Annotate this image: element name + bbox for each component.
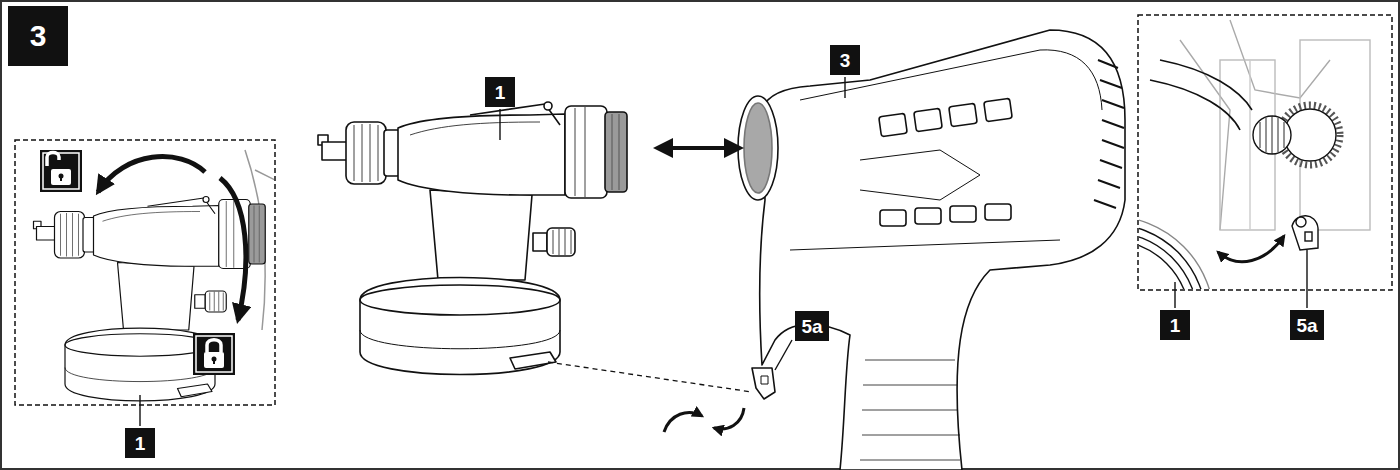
latch-arrow — [664, 413, 702, 432]
spray-attachment — [34, 197, 266, 401]
inset-content — [1218, 236, 1284, 262]
callout-number: 5a — [1296, 316, 1317, 335]
spray-gun — [915, 208, 941, 224]
spray-gun — [949, 103, 978, 126]
callout-box: 1 — [1160, 310, 1190, 340]
callout-number: 1 — [135, 434, 146, 453]
inset-content — [1139, 240, 1190, 289]
leader-line — [844, 77, 845, 98]
rotate-arrow — [220, 178, 246, 320]
inset-content — [1253, 116, 1291, 154]
figure-number-box: 3 — [8, 6, 68, 66]
callout-number: 1 — [495, 83, 506, 102]
inset-border — [15, 140, 275, 405]
spray-gun — [1094, 60, 1124, 208]
leader-line — [140, 77, 1307, 426]
inset-content — [1230, 20, 1330, 98]
spray-gun — [914, 108, 943, 131]
inset-border — [1138, 15, 1392, 290]
lock-closed-icon — [193, 333, 235, 375]
callout-number: 5a — [801, 317, 822, 336]
leader-line — [1306, 250, 1307, 308]
lock-closed-icon — [207, 340, 221, 352]
lock-detail-inset — [15, 140, 275, 405]
callout-box: 1 — [485, 77, 515, 107]
inset-content — [34, 150, 275, 401]
inset-content — [1284, 109, 1336, 161]
spray-gun — [738, 30, 1125, 470]
inset-content — [1139, 224, 1206, 289]
leader-line — [775, 340, 792, 370]
lock-closed-icon — [193, 333, 235, 375]
inset-content — [1180, 40, 1230, 230]
inset-content — [1292, 216, 1318, 250]
callout-box: 5a — [1290, 310, 1324, 340]
unlock-icon — [40, 150, 82, 192]
unlock-icon — [40, 150, 82, 192]
spray-gun — [984, 98, 1013, 121]
figure-number: 3 — [30, 21, 47, 51]
inset-content — [1139, 20, 1370, 289]
callout-box: 5a — [795, 311, 829, 341]
spray-gun — [985, 204, 1011, 220]
inset-content — [1139, 232, 1198, 289]
spray-gun — [790, 240, 1060, 250]
spray-gun — [879, 113, 908, 136]
inset-content — [1305, 232, 1312, 241]
inset-content — [1249, 60, 1250, 230]
callout-box: 1 — [125, 428, 155, 458]
inset-content — [1150, 60, 1252, 130]
spray-gun — [760, 30, 1125, 470]
spray-gun — [800, 50, 1102, 110]
spray-gun — [752, 368, 775, 399]
spray-gun — [761, 376, 768, 384]
leader-line — [499, 109, 500, 140]
spray-attachment — [318, 102, 627, 375]
leader-line — [1174, 282, 1175, 308]
leader-line — [139, 395, 140, 426]
unlock-icon — [47, 153, 59, 167]
latch-detail-inset — [1006, 15, 1392, 424]
spray-gun — [738, 96, 778, 200]
spray-gun — [860, 360, 960, 460]
spray-gun — [950, 206, 976, 222]
spray-gun — [880, 210, 906, 226]
connect-arrow — [657, 146, 740, 150]
inset-content — [1296, 217, 1306, 227]
latch-arrow — [714, 408, 744, 429]
alignment-line — [548, 362, 752, 392]
rotate-arrow — [98, 157, 205, 192]
callout-number: 1 — [1170, 316, 1181, 335]
spray-gun — [860, 150, 980, 200]
inset-content — [1260, 116, 1284, 154]
callout-number: 3 — [840, 51, 851, 70]
callout-box: 3 — [830, 45, 860, 75]
spray-gun — [744, 103, 772, 193]
inset-content — [1139, 216, 1214, 289]
